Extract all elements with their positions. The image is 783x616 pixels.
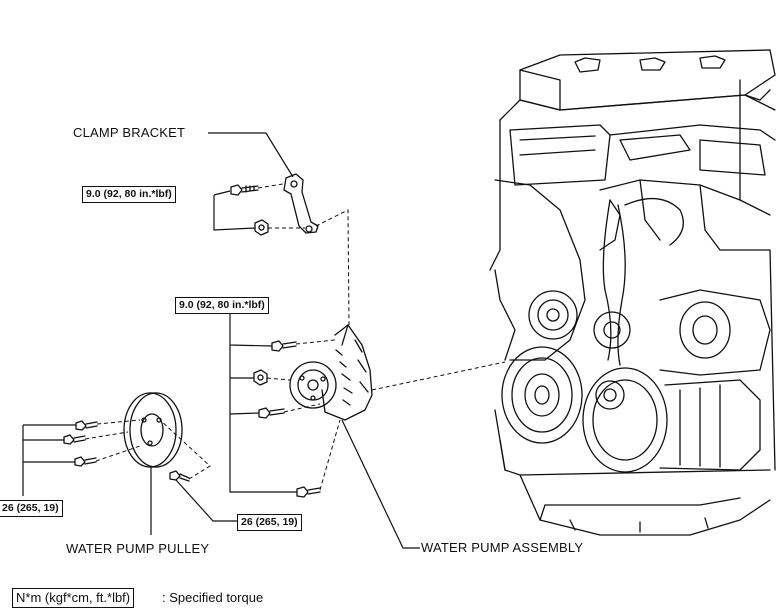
clamp-bolt [230, 184, 259, 196]
water-pump-pulley-label: WATER PUMP PULLEY [66, 541, 210, 556]
torque-unit-legend-box: N*m (kgf*cm, ft.*lbf) [12, 588, 135, 608]
torque-spec-clamp: 9.0 (92, 80 in.*lbf) [82, 186, 176, 203]
torque-legend-description: : Specified torque [162, 590, 264, 605]
pulley-bolt-4 [169, 470, 190, 482]
water-pump-assembly [289, 324, 373, 421]
pulley-bolt-3 [74, 456, 97, 467]
clamp-bracket [283, 173, 319, 234]
engine-block [489, 49, 776, 536]
pump-bolt-lower [258, 407, 285, 419]
water-pump-pulley [123, 392, 183, 468]
pulley-bolt-2 [63, 434, 86, 445]
alignment-lines [84, 183, 506, 491]
torque-spec-pump: 9.0 (92, 80 in.*lbf) [175, 297, 269, 314]
pump-bolt-bottom [296, 486, 321, 498]
water-pump-assembly-label: WATER PUMP ASSEMBLY [421, 540, 584, 555]
leader-lines [22, 132, 420, 549]
clamp-nut [254, 219, 269, 236]
pump-nut-middle [253, 369, 268, 386]
torque-spec-pulley-right: 26 (265, 19) [237, 514, 302, 531]
clamp-bracket-label: CLAMP BRACKET [73, 125, 186, 140]
torque-spec-pulley-left: 26 (265, 19) [0, 500, 63, 517]
pulley-bolt-1 [75, 420, 98, 431]
pump-bolt-upper [271, 340, 297, 352]
